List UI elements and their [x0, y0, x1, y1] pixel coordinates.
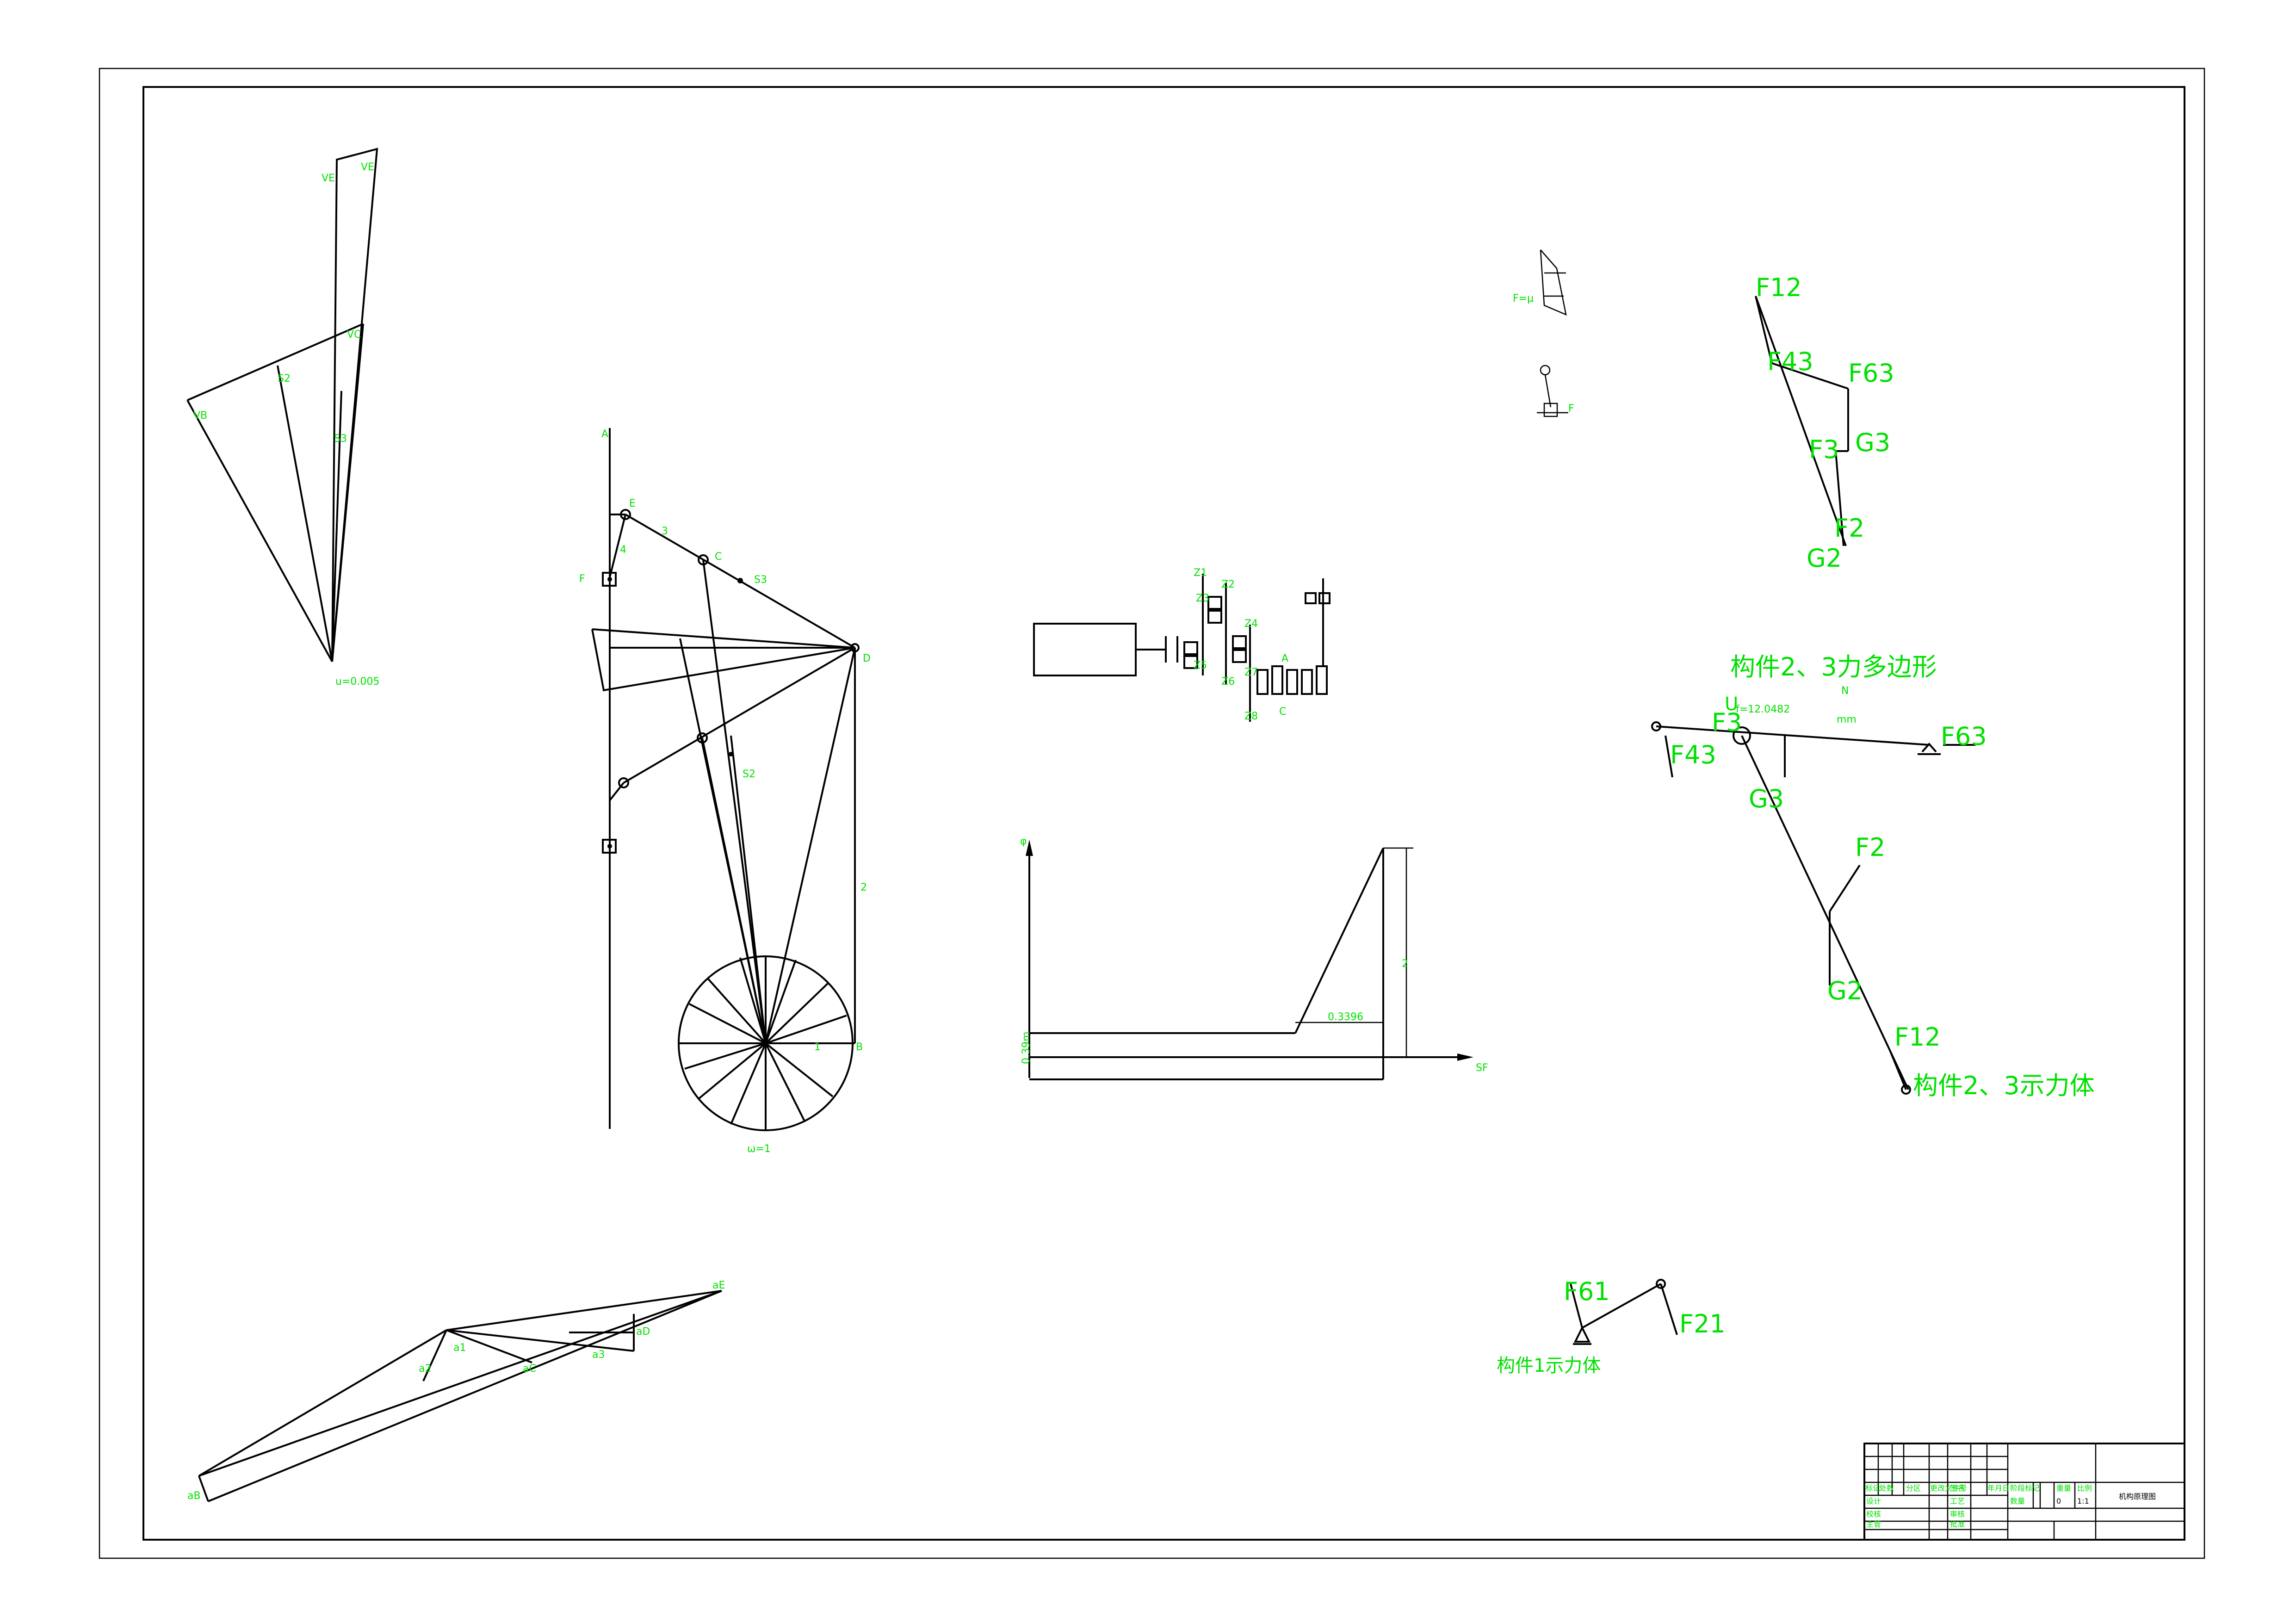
ap-label-3: aC	[523, 1363, 536, 1375]
tb-h-4: 更改文件号	[1930, 1484, 1967, 1493]
tiny-diagrams: F=μ F	[1513, 249, 1574, 417]
gear-Z3: Z3	[1196, 593, 1209, 604]
link-F: F	[579, 573, 585, 585]
fp-title: 构件2、3力多边形	[1730, 652, 1937, 681]
fb23-G3: G3	[1749, 784, 1784, 813]
tb-role2-2: 审核	[1950, 1510, 1965, 1518]
tb-stage: 阶段标记	[2010, 1484, 2040, 1493]
fb23-title: 构件2、3示力体	[1913, 1071, 2095, 1100]
fp-F12: F12	[1756, 273, 1802, 302]
tb-h-3: 分区	[1906, 1484, 1921, 1493]
tb-scale-h: 比例	[2077, 1484, 2092, 1493]
fb23-F3: F3	[1712, 708, 1742, 737]
fp-G2: G2	[1807, 544, 1842, 573]
tb-drawing-title: 机构原理图	[2119, 1492, 2156, 1501]
vp-label-3: VC	[347, 329, 361, 341]
gear-Z8: Z8	[1244, 711, 1258, 722]
link-E: E	[629, 498, 636, 509]
tb-role-1: 设计	[1866, 1497, 1881, 1505]
tb-role2-1: 工艺	[1950, 1497, 1965, 1505]
fb23-F12: F12	[1894, 1022, 1941, 1052]
fp-F2: F2	[1834, 514, 1864, 543]
fp-F43: F43	[1767, 347, 1813, 376]
tb-role2-3: 批准	[1950, 1520, 1965, 1529]
link-B: B	[856, 1041, 863, 1053]
motion-graph: φ SF 0.3396 0.39m 2	[1020, 836, 1488, 1080]
gear-Z5: Z5	[1194, 660, 1207, 671]
vp-label-5: S2	[278, 373, 291, 384]
vp-label-2: VE	[361, 161, 374, 173]
fb23-F2: F2	[1855, 833, 1885, 862]
vp-label-1: VE	[322, 173, 335, 184]
ap-label-2: aB	[187, 1490, 201, 1502]
graph-x-label: SF	[1476, 1062, 1488, 1074]
graph-y-tick: 0.39m	[1021, 1032, 1032, 1064]
tb-qty-val: 0	[2056, 1497, 2061, 1505]
title-block: 标记 处数 分区 更改文件号 签名 年月日 设计 校核 主管 工艺 审核 批准 …	[1863, 1443, 2185, 1541]
ap-label-7: a1	[453, 1342, 466, 1354]
inner-border	[142, 86, 2185, 1541]
graph-seg-label: 0.3396	[1328, 1011, 1363, 1023]
ap-label-4: a2	[419, 1363, 431, 1375]
force-polygon: F12 F43 F63 F3 G3 F2 G2 构件2、3力多边形 U f=12…	[1725, 273, 1937, 725]
link-3: 3	[662, 526, 668, 537]
ap-label-1: aE	[712, 1280, 725, 1291]
link-D: D	[863, 653, 871, 664]
fp-G3: G3	[1855, 428, 1890, 457]
fb23-F63: F63	[1941, 722, 1987, 751]
tb-qty: 数量	[2010, 1497, 2025, 1505]
link-S3: S3	[754, 574, 767, 586]
link-1: 1	[814, 1041, 821, 1053]
vp-label-6: S3	[334, 433, 347, 445]
tb-scale-val: 1:1	[2077, 1497, 2089, 1505]
link-2: 2	[860, 882, 867, 893]
tb-h-5: 签名	[1950, 1484, 1965, 1493]
ap-label-5: a3	[592, 1349, 605, 1361]
graph-height-label: 2	[1402, 958, 1408, 970]
fp-scale-u: U	[1725, 694, 1738, 715]
tiny-label-1: F=μ	[1513, 293, 1534, 304]
ap-label-6: aD	[636, 1326, 650, 1338]
fp-scale-unit-top: N	[1841, 685, 1849, 697]
tb-h-6: 年月日	[1987, 1484, 2010, 1493]
gear-Z4: Z4	[1244, 618, 1258, 630]
graph-y-label: φ	[1020, 836, 1027, 847]
tb-h-2: 处数	[1879, 1484, 1894, 1493]
link-S2: S2	[743, 768, 755, 780]
link-A: A	[601, 428, 608, 440]
fb1-title: 构件1示力体	[1497, 1355, 1601, 1376]
acceleration-polygon: aE aB aC a2 a3 aD a1	[187, 1280, 725, 1502]
fp-scale-value: f=12.0482	[1736, 704, 1790, 715]
tb-role-3: 主管	[1866, 1520, 1881, 1529]
fb23-F43: F43	[1670, 740, 1716, 769]
fp-F3: F3	[1809, 435, 1839, 464]
fb23-G2: G2	[1827, 976, 1863, 1005]
tiny-label-2: F	[1568, 403, 1574, 415]
fb1-F21: F21	[1679, 1309, 1726, 1338]
gear-C: C	[1279, 706, 1286, 718]
tb-weight: 重量	[2056, 1484, 2071, 1493]
fb1-F61: F61	[1564, 1277, 1610, 1306]
link-omega: ω=1	[747, 1143, 771, 1155]
velocity-polygon: VE VE VC VB S2 S3 u=0.005	[186, 148, 379, 688]
linkage-mechanism: E 3 4 F C S3 D S2 2 1 B A ω=1	[579, 428, 871, 1155]
free-body-23: F3 F43 F63 G3 F2 G2 F12 构件2、3示力体	[1651, 708, 2095, 1100]
vp-scale: u=0.005	[335, 676, 379, 688]
link-C: C	[715, 551, 722, 563]
free-body-1: F61 F21 构件1示力体	[1497, 1277, 1726, 1376]
vp-label-4: VB	[193, 410, 207, 421]
gear-train: Z1 Z2 Z3 Z4 Z5 Z6 Z7 Z8 A C	[1033, 567, 1331, 722]
outer-border	[99, 68, 2205, 1559]
gear-Z6: Z6	[1221, 676, 1235, 688]
tb-h-1: 标记	[1865, 1484, 1880, 1493]
gear-Z1: Z1	[1194, 567, 1207, 579]
tb-role-2: 校核	[1866, 1510, 1881, 1518]
link-4: 4	[620, 544, 626, 556]
gear-A: A	[1281, 653, 1288, 664]
gear-Z2: Z2	[1221, 579, 1235, 590]
fp-F63: F63	[1848, 359, 1894, 388]
fp-scale-unit-bottom: mm	[1837, 714, 1857, 725]
gear-Z7: Z7	[1244, 667, 1258, 678]
